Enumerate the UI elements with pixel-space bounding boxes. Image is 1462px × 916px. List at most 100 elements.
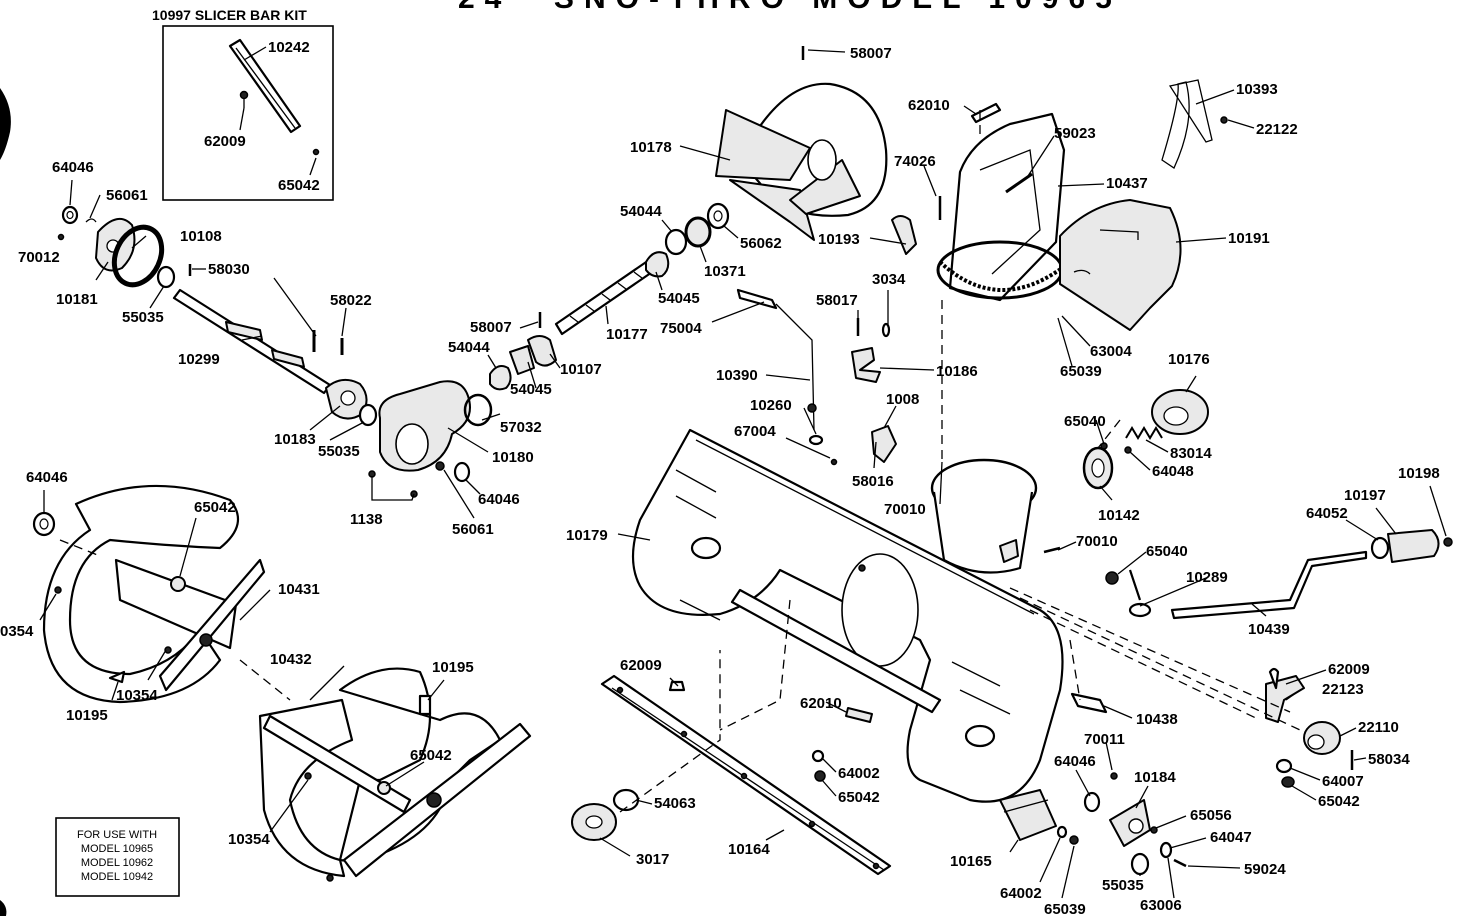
callout-65039-bottom: 65039: [1044, 901, 1086, 916]
callout-56061-top: 56061: [106, 187, 148, 204]
callout-10180: 10180: [492, 449, 534, 466]
usage-line-3: MODEL 10962: [81, 857, 153, 869]
callout-10107: 10107: [560, 361, 602, 378]
callout-62009-bottom: 62009: [620, 657, 662, 674]
callout-10371: 10371: [704, 263, 746, 280]
callout-10439: 10439: [1248, 621, 1290, 638]
callout-54063: 54063: [654, 795, 696, 812]
callout-56062: 56062: [740, 235, 782, 252]
chute-handle-part: [1043, 529, 1453, 620]
callout-59024: 59024: [1244, 861, 1286, 878]
callout-65039-top: 65039: [1060, 363, 1102, 380]
callout-10260: 10260: [750, 397, 792, 414]
callout-22122: 22122: [1256, 121, 1298, 138]
callout-62009-right: 62009: [1328, 661, 1370, 678]
auger-housing-part: [631, 428, 1064, 803]
callout-10178: 10178: [630, 139, 672, 156]
drive-housing-right: [1082, 389, 1209, 490]
diagram-title: 24" SNO-THRO MODEL 10965: [458, 0, 1122, 15]
callout-70010-mid: 70010: [1076, 533, 1118, 550]
callout-58017: 58017: [816, 292, 858, 309]
callout-1008: 1008: [886, 391, 919, 408]
callout-10176: 10176: [1168, 351, 1210, 368]
worm-shaft-assembly: [489, 202, 730, 391]
callout-64002-bottom: 64002: [1000, 885, 1042, 902]
binder-mark-bottom: [0, 900, 7, 916]
callout-65040-top: 65040: [1064, 413, 1106, 430]
callout-64046-left: 64046: [26, 469, 68, 486]
callout-59023: 59023: [1054, 125, 1096, 142]
auger-right-part: [258, 667, 532, 882]
callout-22110: 22110: [1358, 719, 1399, 736]
callout-10438: 10438: [1136, 711, 1178, 728]
bearing-left-bottom: [571, 788, 640, 841]
callout-10198: 10198: [1398, 465, 1440, 482]
scraper-bar-part: [600, 674, 892, 876]
bearing-bracket-right: [1265, 667, 1354, 788]
slicer-bar-kit-box: 10997 SLICER BAR KIT: [152, 7, 334, 201]
callout-55035-mid: 55035: [318, 443, 360, 460]
callout-10197: 10197: [1344, 487, 1386, 504]
callout-56061-mid: 56061: [452, 521, 494, 538]
callout-1138: 1138: [350, 511, 383, 528]
callout-10437: 10437: [1106, 175, 1148, 192]
callout-65042-left: 65042: [194, 499, 236, 516]
callout-54045-mid: 54045: [510, 381, 552, 398]
gasket-ring-part: [111, 224, 165, 288]
callout-10186: 10186: [936, 363, 978, 380]
chute-crank-bracket-part: [851, 196, 942, 463]
chute-base-part: [930, 458, 1038, 574]
callout-10184: 10184: [1134, 769, 1176, 786]
crank-rod-part: [1161, 79, 1228, 169]
callout-70012: 70012: [18, 249, 60, 266]
usage-note-box: FOR USE WITH MODEL 10965 MODEL 10962 MOD…: [55, 817, 180, 897]
callout-55035-bottom: 55035: [1102, 877, 1144, 894]
worm-shaft-part: [554, 256, 660, 336]
callout-3017: 3017: [636, 851, 669, 868]
callout-10432: 10432: [270, 651, 312, 668]
callout-65056: 65056: [1190, 807, 1232, 824]
callout-64052: 64052: [1306, 505, 1348, 522]
impeller-part: [715, 46, 888, 241]
callout-64046-top: 64046: [52, 159, 94, 176]
callout-64046-bottom: 64046: [1054, 753, 1096, 770]
callout-22123: 22123: [1322, 681, 1364, 698]
callout-10142: 10142: [1098, 507, 1140, 524]
callout-70010-top: 70010: [884, 501, 926, 518]
assembly-dashed-lines: [59, 110, 1301, 813]
callout-62010-top: 62010: [908, 97, 950, 114]
callout-83014: 83014: [1170, 445, 1212, 462]
callout-54044-mid: 54044: [448, 339, 490, 356]
kit-title: 10997 SLICER BAR KIT: [152, 7, 307, 23]
callout-10354-left: 10354: [116, 687, 158, 704]
callout-58022: 58022: [330, 292, 372, 309]
callout-64046-mid: 64046: [478, 491, 520, 508]
callout-58034: 58034: [1368, 751, 1410, 768]
callout-10242: 10242: [268, 39, 310, 56]
usage-line-2: MODEL 10965: [81, 843, 153, 855]
callout-10393: 10393: [1236, 81, 1278, 98]
auger-left-part: [32, 484, 266, 704]
callout-10179: 10179: [566, 527, 608, 544]
callout-64047: 64047: [1210, 829, 1252, 846]
callout-58007-mid: 58007: [470, 319, 512, 336]
callout-62010-bottom: 62010: [800, 695, 842, 712]
callout-64007: 64007: [1322, 773, 1364, 790]
lower-right-parts: [999, 692, 1187, 876]
callout-65042-bottom-right: 65042: [1318, 793, 1360, 810]
callout-leaders: [39, 46, 1447, 899]
callout-10177: 10177: [606, 326, 648, 343]
callout-57032: 57032: [500, 419, 542, 436]
callout-10193: 10193: [818, 231, 860, 248]
chute-deflector-part: [1059, 199, 1182, 331]
callout-10289: 10289: [1186, 569, 1228, 586]
callout-62009-kit: 62009: [204, 133, 246, 150]
callout-10431: 10431: [278, 581, 320, 598]
callout-65040-mid: 65040: [1146, 543, 1188, 560]
callout-63006: 63006: [1140, 897, 1182, 914]
callout-labels: 10242 62009 65042 64046 56061 70012 1010…: [0, 39, 1440, 916]
callout-0354: 0354: [0, 623, 34, 640]
callout-10195-left: 10195: [66, 707, 108, 724]
